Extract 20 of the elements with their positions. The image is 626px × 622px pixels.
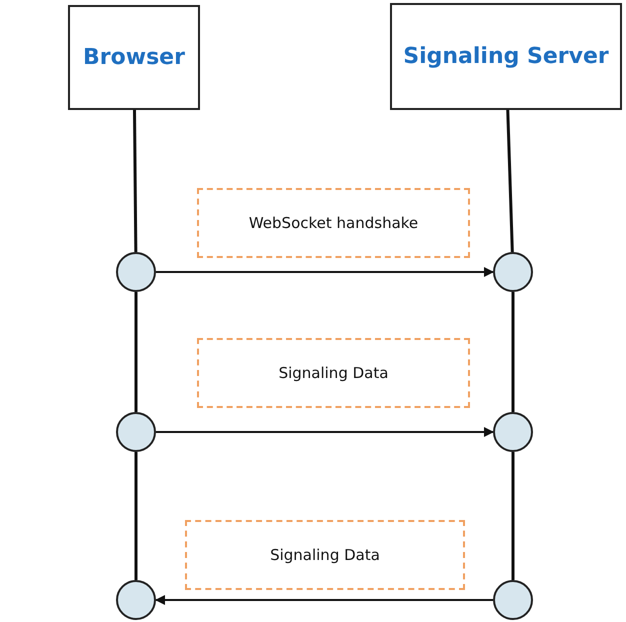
activation-circle	[116, 580, 156, 620]
participant-box: Signaling Server	[390, 3, 622, 110]
activation-circle	[493, 580, 533, 620]
lifeline	[512, 292, 514, 412]
activation-circle	[493, 252, 533, 292]
message-arrow	[156, 267, 494, 277]
participant-box: Browser	[68, 5, 200, 110]
lifeline	[512, 452, 514, 580]
edge-label: WebSocket handshake	[197, 188, 470, 258]
message-arrow	[155, 595, 493, 605]
message-arrow	[156, 427, 494, 437]
lifeline	[506, 110, 514, 252]
edge-label: Signaling Data	[185, 520, 465, 590]
edge-label: Signaling Data	[197, 338, 470, 408]
activation-circle	[493, 412, 533, 452]
activation-circle	[116, 252, 156, 292]
activation-circle	[116, 412, 156, 452]
lifeline	[134, 292, 138, 412]
lifeline	[133, 110, 138, 252]
lifeline	[134, 452, 138, 580]
